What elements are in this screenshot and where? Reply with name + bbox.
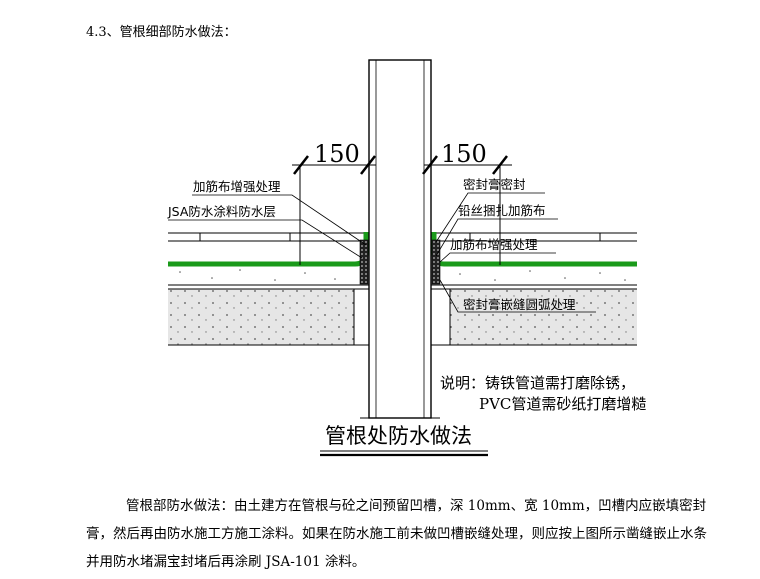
label-reinforce-cloth-left: 加筋布增强处理 bbox=[193, 179, 281, 194]
pipe-waterproofing-diagram: 150 150 加筋布增强处理 JSA防水涂料防水层 密封膏密封 铅丝捆扎加筋布… bbox=[167, 59, 646, 457]
body-paragraph: 管根部防水做法：由土建方在管根与砼之间预留凹槽，深 10mm、宽 10mm，凹槽… bbox=[86, 498, 707, 570]
label-jsa-coating: JSA防水涂料防水层 bbox=[167, 204, 276, 219]
pipe bbox=[360, 59, 440, 419]
concrete-slab bbox=[168, 288, 637, 346]
note-line-1: 说明：铸铁管道需打磨除锈， bbox=[440, 374, 635, 392]
label-sealant-groove: 密封膏嵌缝圆弧处理 bbox=[463, 297, 576, 312]
dimension-left-label: 150 bbox=[314, 140, 360, 168]
section-heading: 4.3、管根细部防水做法： bbox=[86, 25, 237, 40]
leader-lines bbox=[168, 192, 596, 313]
dimension-marks bbox=[292, 155, 512, 265]
label-reinforce-cloth-right: 加筋布增强处理 bbox=[450, 237, 538, 252]
figure-caption: 管根处防水做法 bbox=[325, 424, 472, 448]
label-wire-binding: 铅丝捆扎加筋布 bbox=[458, 203, 546, 218]
note-line-2: PVC管道需砂纸打磨增糙 bbox=[479, 395, 646, 413]
dimension-right-label: 150 bbox=[441, 140, 487, 168]
label-sealant-seal: 密封膏密封 bbox=[463, 177, 526, 192]
